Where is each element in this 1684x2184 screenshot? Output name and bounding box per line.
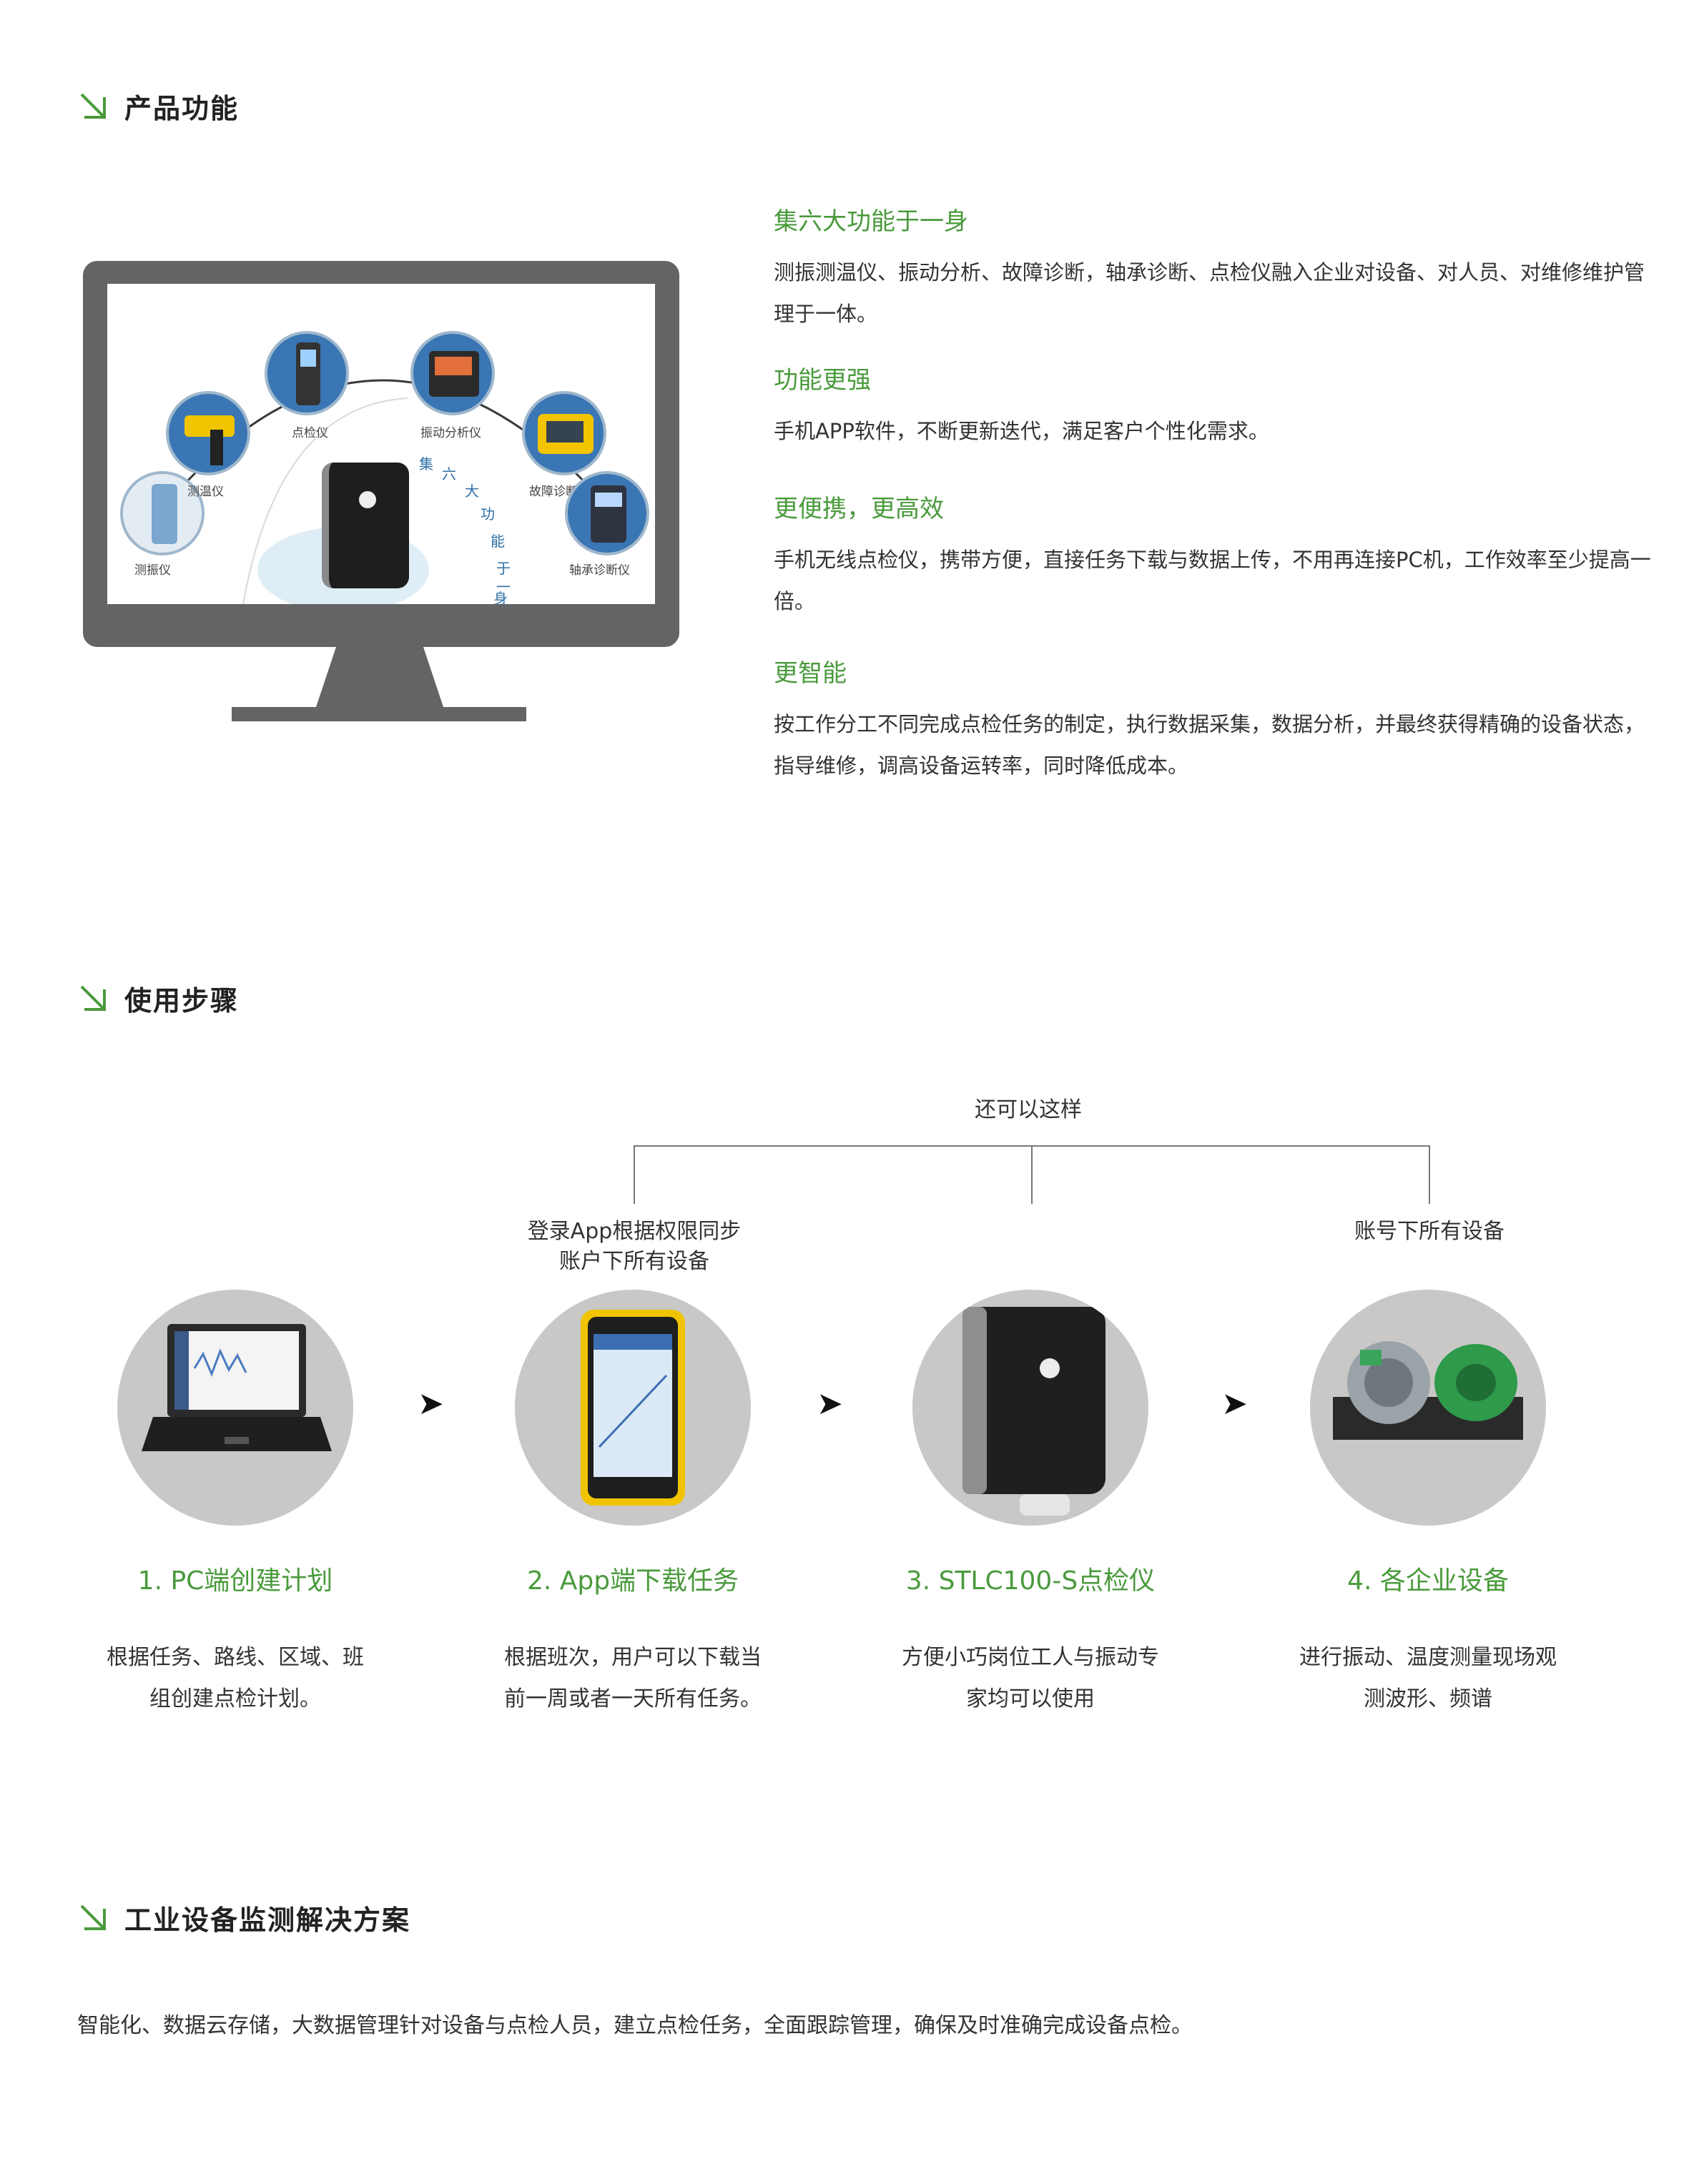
step-desc-line: 根据任务、路线、区域、班 [107, 1645, 364, 1670]
bearing-diagnosis-icon [565, 471, 649, 555]
section-title: 工业设备监测解决方案 [124, 1904, 411, 1936]
fault-diagnosis-icon [522, 391, 606, 475]
step-desc-line: 测波形、频谱 [1364, 1686, 1492, 1711]
devices-note: 账号下所有设备 [1354, 1219, 1505, 1244]
industrial-pump-icon [1333, 1341, 1523, 1440]
feature-block: 更智能 按工作分工不同完成点检任务的制定，执行数据采集，数据分析，并最终获得精确… [774, 658, 1653, 786]
arc-char: 一 [496, 578, 511, 596]
step-app-image [515, 1290, 751, 1526]
device-label: 振动分析仪 [420, 426, 481, 440]
arc-char: 大 [465, 483, 479, 500]
laptop-icon [142, 1324, 332, 1451]
step-title: 1. PC端创建计划 [137, 1566, 333, 1596]
step-desc-line: 家均可以使用 [966, 1686, 1095, 1711]
inspection-probe-icon [322, 463, 409, 588]
next-arrow-icon: ➤ [418, 1385, 444, 1422]
device-label: 测温仪 [187, 485, 224, 499]
arc-char: 于 [496, 560, 511, 577]
thermometer-icon [166, 391, 250, 475]
monitor-screen: 测振仪 测温仪 点检仪 振动分析仪 故障诊断仪 轴承诊断仪 [107, 284, 655, 604]
arrow-down-right-icon [80, 93, 106, 119]
step-equipment-image [1310, 1290, 1546, 1526]
step-desc-line: 前一周或者一天所有任务。 [504, 1686, 762, 1711]
alt-flow-note: 还可以这样 [975, 1097, 1082, 1122]
feature-desc: 按工作分工不同完成点检任务的制定，执行数据采集，数据分析，并最终获得精确的设备状… [774, 712, 1645, 778]
arrow-down-right-icon [80, 985, 106, 1011]
smartphone-icon [581, 1310, 685, 1506]
vibration-analyzer-icon [410, 331, 495, 415]
step-title: 2. App端下载任务 [526, 1566, 739, 1596]
bracket-line [1031, 1145, 1033, 1204]
feature-desc: 手机APP软件，不断更新迭代，满足客户个性化需求。 [774, 419, 1269, 443]
sync-note-line: 登录App根据权限同步 [527, 1219, 742, 1244]
device-label: 点检仪 [292, 426, 328, 440]
step-title: 4. 各企业设备 [1347, 1566, 1509, 1596]
inspection-device-icon [265, 331, 349, 415]
next-arrow-icon: ➤ [817, 1385, 843, 1422]
device-label: 轴承诊断仪 [569, 563, 630, 578]
arc-char: 能 [491, 533, 505, 550]
arrow-down-right-icon [80, 1904, 106, 1930]
monitor-stand [232, 647, 526, 721]
feature-block: 功能更强 手机APP软件，不断更新迭代，满足客户个性化需求。 [774, 365, 1653, 452]
sync-note-line: 账户下所有设备 [559, 1249, 709, 1274]
step-desc: 方便小巧岗位工人与振动专 家均可以使用 [859, 1637, 1202, 1720]
feature-title: 集六大功能于一身 [774, 207, 968, 236]
feature-desc: 测振测温仪、振动分析、故障诊断，轴承诊断、点检仪融入企业对设备、对人员、对维修维… [774, 260, 1645, 326]
feature-title: 更便携，更高效 [774, 495, 944, 523]
feature-title: 更智能 [774, 659, 847, 688]
solution-text: 智能化、数据云存储，大数据管理针对设备与点检人员，建立点检任务，全面跟踪管理，确… [77, 2013, 1193, 2038]
inspection-probe-icon [962, 1307, 1106, 1516]
step-desc: 进行振动、温度测量现场观 测波形、频谱 [1256, 1637, 1600, 1720]
section-title: 使用步骤 [124, 984, 240, 1017]
step-desc-line: 方便小巧岗位工人与振动专 [902, 1645, 1159, 1670]
arc-char: 身 [493, 590, 508, 604]
step-desc-line: 进行振动、温度测量现场观 [1299, 1645, 1557, 1670]
vibration-meter-icon [120, 471, 205, 555]
arc-char: 六 [442, 465, 456, 483]
step-desc-line: 根据班次，用户可以下载当 [504, 1645, 762, 1670]
step-desc: 根据班次，用户可以下载当 前一周或者一天所有任务。 [461, 1637, 804, 1720]
arc-char: 集 [419, 455, 433, 473]
bracket-line [634, 1145, 635, 1204]
arc-char: 功 [481, 505, 495, 523]
bracket-line [1429, 1145, 1430, 1204]
section-heading-functions: 产品功能 [77, 84, 239, 127]
feature-desc: 手机无线点检仪，携带方便，直接任务下载与数据上传，不用再连接PC机，工作效率至少… [774, 548, 1651, 613]
step-pc-image [117, 1290, 353, 1526]
section-title: 产品功能 [124, 92, 240, 124]
feature-title: 功能更强 [774, 366, 871, 395]
monitor-illustration: 测振仪 测温仪 点检仪 振动分析仪 故障诊断仪 轴承诊断仪 [83, 261, 679, 647]
section-heading-solution: 工业设备监测解决方案 [77, 1896, 410, 1939]
step-desc-line: 组创建点检计划。 [149, 1686, 321, 1711]
device-label: 测振仪 [134, 563, 171, 578]
step-desc: 根据任务、路线、区域、班 组创建点检计划。 [64, 1637, 407, 1720]
sync-note: 登录App根据权限同步 账户下所有设备 [491, 1217, 777, 1277]
feature-block: 更便携，更高效 手机无线点检仪，携带方便，直接任务下载与数据上传，不用再连接PC… [774, 493, 1653, 622]
step-device-image [912, 1290, 1148, 1526]
next-arrow-icon: ➤ [1221, 1385, 1248, 1422]
step-title: 3. STLC100-S点检仪 [905, 1566, 1156, 1596]
section-heading-steps: 使用步骤 [77, 977, 239, 1019]
feature-block: 集六大功能于一身 测振测温仪、振动分析、故障诊断，轴承诊断、点检仪融入企业对设备… [774, 206, 1653, 335]
